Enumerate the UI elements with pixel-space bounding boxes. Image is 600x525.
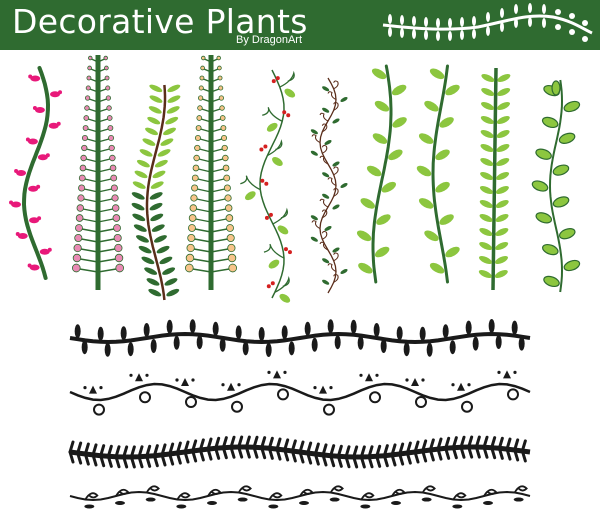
pink-bead-stalk [71, 55, 125, 290]
leaf-border [69, 319, 531, 357]
artwork-canvas [9, 55, 581, 509]
fern-border [68, 435, 531, 469]
plants-layer [9, 55, 581, 303]
byline: By DragonArt [236, 34, 303, 46]
page-title: Decorative Plants [12, 2, 308, 41]
leafy-vine-b [416, 64, 460, 284]
scroll-flower-border [69, 370, 531, 416]
tall-leaf-stalk [478, 67, 511, 291]
borders-layer [68, 319, 531, 509]
ornamental-border [69, 485, 531, 509]
lantern-leaf-vine [531, 79, 581, 293]
magenta-bud-vine [9, 66, 63, 280]
leafy-vine-a [356, 64, 407, 284]
banner-vine-ornament [382, 3, 593, 42]
title-banner: Decorative Plants By DragonArt [0, 0, 600, 50]
spiral-column-vine [310, 77, 348, 294]
brown-fern [131, 84, 181, 301]
curl-vine-red-berries [240, 69, 296, 303]
peach-bead-stalk [184, 55, 238, 290]
